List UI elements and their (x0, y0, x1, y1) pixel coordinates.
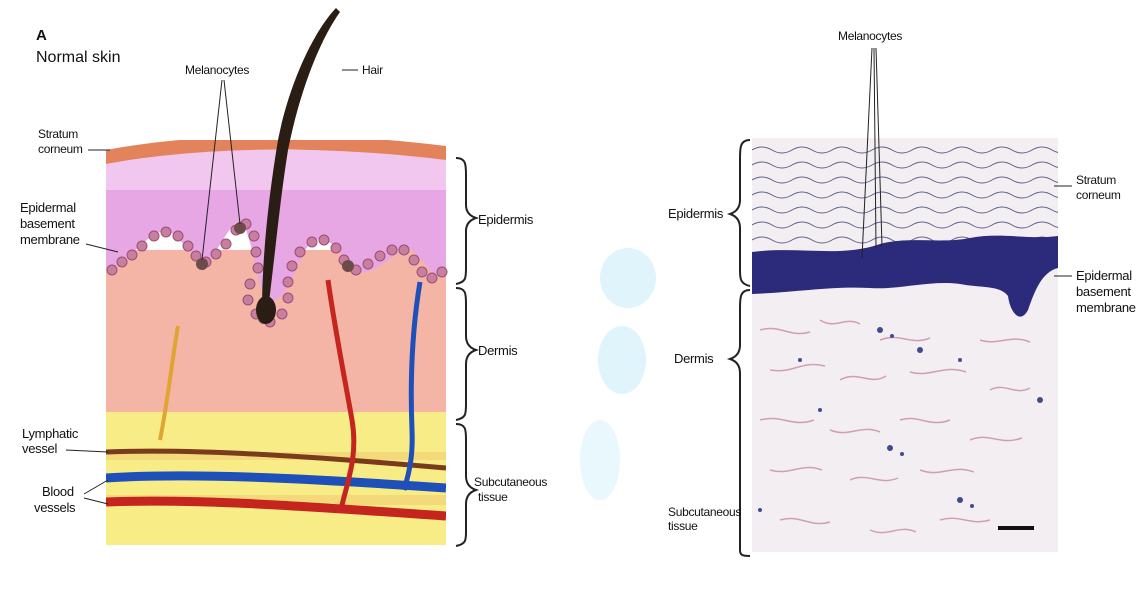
label-stratum-line2: corneum (38, 142, 83, 156)
label-melanocytes: Melanocytes (185, 63, 249, 77)
normal-skin-illustration: A Normal skin (0, 0, 570, 587)
blood-pointer (84, 480, 108, 494)
label-dermis: Dermis (478, 343, 518, 358)
normal-skin-illustration-panel: A Normal skin (0, 0, 570, 587)
label-epidermis-histology: Epidermis (668, 206, 724, 221)
panel-title: Normal skin (36, 49, 120, 66)
label-blood-line1: Blood (42, 484, 74, 499)
label-ebm-line1: Epidermal (20, 200, 76, 215)
label-ebm-line3-histology: membrane (1076, 300, 1136, 315)
label-dermis-histology: Dermis (674, 351, 714, 366)
micrograph-background (752, 138, 1058, 552)
label-ebm-line2-histology: basement (1076, 284, 1131, 299)
histology-panel: Melanocytes Epidermis Dermis Subcutaneou… (580, 0, 1137, 587)
micrograph-image (752, 138, 1072, 552)
label-subcutaneous-line2-histology: tissue (668, 519, 698, 533)
label-stratum-line2-histology: corneum (1076, 188, 1121, 202)
label-ebm-line2: basement (20, 216, 75, 231)
watermark-shape (580, 420, 620, 500)
label-lymphatic-line2: vessel (22, 441, 57, 456)
label-melanocytes-histology: Melanocytes (838, 29, 902, 43)
label-subcutaneous-line2: tissue (478, 490, 508, 504)
epidermis-bracket (730, 140, 750, 286)
label-blood-line2: vessels (34, 500, 76, 515)
label-ebm-line1-histology: Epidermal (1076, 268, 1132, 283)
watermark-shape (600, 248, 656, 308)
hair-bulb (256, 296, 276, 324)
label-subcutaneous-line1-histology: Subcutaneous (668, 505, 741, 519)
label-hair: Hair (362, 63, 383, 77)
panel-letter: A (36, 27, 47, 44)
lymphatic-pointer (66, 450, 108, 452)
blood-pointer (84, 498, 108, 504)
label-ebm-line3: membrane (20, 232, 80, 247)
histology-micrograph: Melanocytes Epidermis Dermis Subcutaneou… (580, 0, 1137, 587)
epidermis-bracket (456, 158, 476, 284)
dermis-bracket (456, 288, 476, 420)
label-epidermis: Epidermis (478, 212, 534, 227)
label-stratum-line1: Stratum (38, 127, 78, 141)
label-subcutaneous-line1: Subcutaneous (474, 475, 547, 489)
melanocyte-cell (342, 260, 354, 272)
label-lymphatic-line1: Lymphatic (22, 426, 79, 441)
watermark-shape (598, 326, 646, 394)
label-stratum-line1-histology: Stratum (1076, 173, 1116, 187)
scale-bar (998, 526, 1034, 530)
subcutaneous-bracket (456, 424, 476, 546)
